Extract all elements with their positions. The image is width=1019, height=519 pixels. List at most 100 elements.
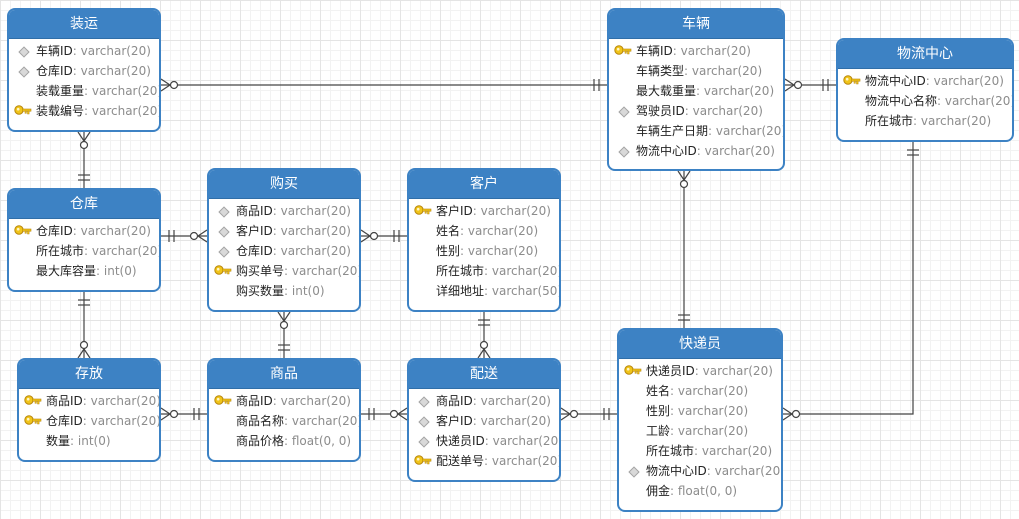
attribute-row[interactable]: 装载重量: varchar(20) (9, 81, 159, 101)
foreign-key-diamond-icon (218, 246, 230, 258)
attribute-name: 数量 (46, 434, 71, 448)
cardinality-many-marker (560, 407, 571, 415)
entity-purchase[interactable]: 购买 商品ID: varchar(20)客户ID: varchar(20)仓库I… (207, 168, 361, 312)
attribute-row[interactable]: 仓库ID: varchar(20) (9, 221, 159, 241)
foreign-key-diamond-icon (218, 226, 230, 238)
attribute-type: : varchar(20) (706, 464, 783, 478)
cardinality-many-marker (784, 84, 795, 92)
attribute-row[interactable]: 物流中心ID: varchar(20) (838, 71, 1012, 91)
attribute-name: 最大载重量 (636, 84, 697, 98)
attribute-row[interactable]: 商品ID: varchar(20) (409, 391, 559, 411)
attribute-row[interactable]: 最大库容量: int(0) (9, 261, 159, 281)
attribute-type: : varchar(20) (672, 44, 751, 58)
attribute-name: 车辆类型 (636, 64, 685, 78)
attribute-row[interactable]: 商品价格: float(0, 0) (209, 431, 359, 451)
entity-title: 存放 (19, 360, 159, 389)
attribute-type: : varchar(20) (82, 414, 161, 428)
attribute-row[interactable]: 客户ID: varchar(20) (209, 221, 359, 241)
foreign-key-diamond-icon (18, 46, 30, 58)
attribute-row[interactable]: 商品名称: varchar(20) (209, 411, 359, 431)
attribute-name: 车辆生产日期 (636, 124, 709, 138)
attribute-row[interactable]: 购买数量: int(0) (209, 281, 359, 301)
attribute-name: 仓库ID (236, 244, 273, 258)
attribute-row[interactable]: 快递员ID: varchar(20) (619, 361, 781, 381)
attribute-type: : varchar(20) (72, 44, 151, 58)
attribute-row[interactable]: 配送单号: varchar(20) (409, 451, 559, 471)
entity-product[interactable]: 商品 商品ID: varchar(20)商品名称: varchar(20)商品价… (207, 358, 361, 462)
attribute-name: 装载重量 (36, 84, 85, 98)
attribute-row[interactable]: 所在城市: varchar(20) (838, 111, 1012, 131)
attribute-row[interactable]: 详细地址: varchar(50) (409, 281, 559, 301)
attribute-type: : varchar(20) (84, 84, 161, 98)
attribute-row[interactable]: 姓名: varchar(20) (409, 221, 559, 241)
attribute-row[interactable]: 车辆类型: varchar(20) (609, 61, 783, 81)
attribute-row[interactable]: 物流中心ID: varchar(20) (619, 461, 781, 481)
entity-title: 仓库 (9, 190, 159, 219)
entity-warehouse[interactable]: 仓库 仓库ID: varchar(20)所在城市: varchar(20)最大库… (7, 188, 161, 292)
attribute-type: : varchar(20) (484, 264, 561, 278)
attribute-row[interactable]: 物流中心名称: varchar(20) (838, 91, 1012, 111)
entity-title: 商品 (209, 360, 359, 389)
attribute-type: : varchar(20) (82, 394, 161, 408)
attribute-type: : varchar(20) (472, 414, 551, 428)
cardinality-zero-marker (479, 340, 489, 350)
attribute-row[interactable]: 车辆ID: varchar(20) (9, 41, 159, 61)
cardinality-many-marker (77, 348, 85, 359)
attribute-row[interactable]: 商品ID: varchar(20) (209, 391, 359, 411)
attribute-row[interactable]: 装载编号: varchar(20) (9, 101, 159, 121)
attribute-row[interactable]: 车辆ID: varchar(20) (609, 41, 783, 61)
attribute-row[interactable]: 工龄: varchar(20) (619, 421, 781, 441)
attribute-type: : varchar(20) (84, 244, 161, 258)
attribute-name: 商品价格 (236, 434, 285, 448)
attribute-name: 详细地址 (436, 284, 485, 298)
attribute-row[interactable]: 商品ID: varchar(20) (209, 201, 359, 221)
entity-title: 配送 (409, 360, 559, 389)
entity-vehicle[interactable]: 车辆 车辆ID: varchar(20)车辆类型: varchar(20)最大载… (607, 8, 785, 171)
attribute-row[interactable]: 客户ID: varchar(20) (409, 201, 559, 221)
attribute-row[interactable]: 仓库ID: varchar(20) (9, 61, 159, 81)
attribute-row[interactable]: 客户ID: varchar(20) (409, 411, 559, 431)
attribute-row[interactable]: 性别: varchar(20) (619, 401, 781, 421)
entity-storage[interactable]: 存放 商品ID: varchar(20)仓库ID: varchar(20)数量:… (17, 358, 161, 462)
attribute-row[interactable]: 仓库ID: varchar(20) (19, 411, 159, 431)
attribute-type: : varchar(20) (484, 454, 561, 468)
attribute-row[interactable]: 最大载重量: varchar(20) (609, 81, 783, 101)
attribute-row[interactable]: 佣金: float(0, 0) (619, 481, 781, 501)
attribute-name: 商品名称 (236, 414, 285, 428)
attribute-type: : varchar(20) (484, 434, 561, 448)
attribute-row[interactable]: 所在城市: varchar(20) (619, 441, 781, 461)
attribute-type: : varchar(20) (670, 424, 749, 438)
relationship-line (783, 142, 914, 415)
attribute-row[interactable]: 所在城市: varchar(20) (9, 241, 159, 261)
attribute-name: 所在城市 (646, 444, 695, 458)
attribute-row[interactable]: 所在城市: varchar(20) (409, 261, 559, 281)
attribute-name: 车辆ID (636, 44, 673, 58)
attribute-row[interactable]: 商品ID: varchar(20) (19, 391, 159, 411)
cardinality-zero-marker (679, 179, 689, 189)
attribute-name: 配送单号 (436, 454, 485, 468)
attribute-row[interactable]: 物流中心ID: varchar(20) (609, 141, 783, 161)
attribute-row[interactable]: 快递员ID: varchar(20) (409, 431, 559, 451)
attribute-name: 快递员ID (646, 364, 695, 378)
attribute-row[interactable]: 性别: varchar(20) (409, 241, 559, 261)
attribute-row[interactable]: 车辆生产日期: varchar(20) (609, 121, 783, 141)
attribute-row[interactable]: 驾驶员ID: varchar(20) (609, 101, 783, 121)
entity-delivery[interactable]: 配送 商品ID: varchar(20)客户ID: varchar(20)快递员… (407, 358, 561, 482)
attribute-row[interactable]: 姓名: varchar(20) (619, 381, 781, 401)
entity-courier[interactable]: 快递员 快递员ID: varchar(20)姓名: varchar(20)性别:… (617, 328, 783, 512)
entity-logistics-center[interactable]: 物流中心 物流中心ID: varchar(20)物流中心名称: varchar(… (836, 38, 1014, 142)
attribute-type: : varchar(20) (284, 264, 361, 278)
attribute-row[interactable]: 数量: int(0) (19, 431, 159, 451)
cardinality-many-marker (83, 348, 91, 359)
entity-loading[interactable]: 装运 车辆ID: varchar(20)仓库ID: varchar(20)装载重… (7, 8, 161, 132)
attribute-type: : varchar(20) (694, 364, 773, 378)
entity-customer[interactable]: 客户 客户ID: varchar(20)姓名: varchar(20)性别: v… (407, 168, 561, 312)
attribute-row[interactable]: 购买单号: varchar(20) (209, 261, 359, 281)
entity-title: 快递员 (619, 330, 781, 359)
attribute-row[interactable]: 仓库ID: varchar(20) (209, 241, 359, 261)
attribute-type: : float(0, 0) (284, 434, 352, 448)
attribute-name: 仓库ID (36, 64, 73, 78)
cardinality-zero-marker (169, 409, 179, 419)
attribute-name: 购买单号 (236, 264, 285, 278)
